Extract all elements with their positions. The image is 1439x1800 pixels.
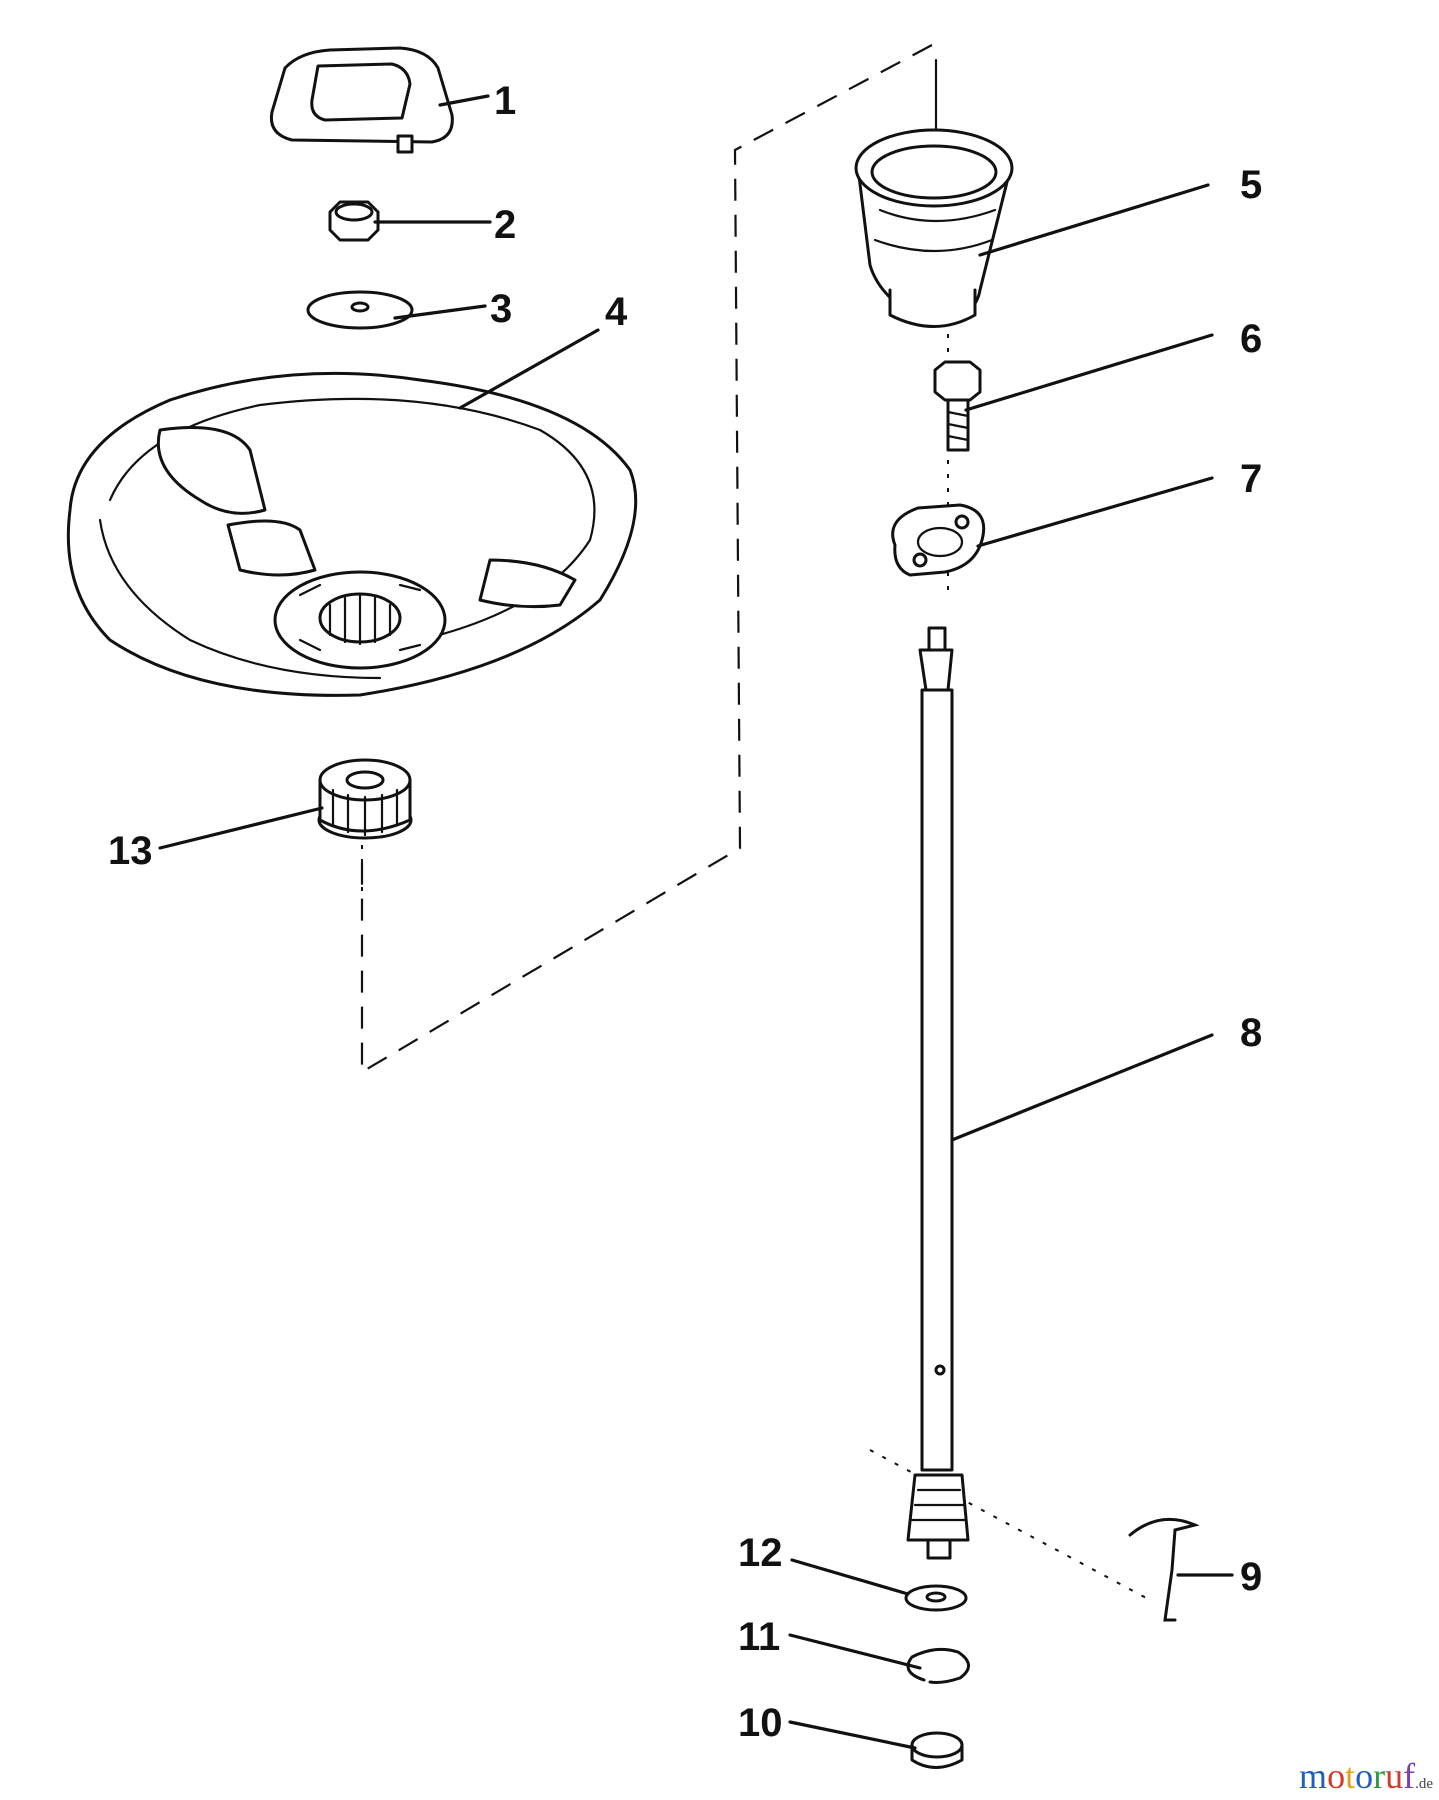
- callout-13: 13: [108, 829, 153, 873]
- callout-12: 12: [738, 1531, 783, 1575]
- leader-3: [393, 304, 487, 320]
- watermark-letter-m: m: [1299, 1756, 1328, 1796]
- leader-1: [438, 94, 490, 107]
- callout-11: 11: [738, 1615, 780, 1659]
- watermark-letter-t: t: [1345, 1756, 1356, 1796]
- steering-shaft: [906, 626, 970, 1560]
- leader-8: [950, 1033, 1214, 1142]
- watermark-letter-o1: o: [1327, 1756, 1346, 1796]
- callout-1: 1: [494, 79, 516, 123]
- callout-8: 8: [1240, 1011, 1262, 1055]
- assembly-guide-main: [360, 44, 933, 1074]
- callout-10: 10: [738, 1701, 783, 1745]
- leader-4: [458, 328, 600, 410]
- callout-2: 2: [494, 203, 516, 247]
- leader-5: [978, 183, 1210, 257]
- leader-6: [964, 333, 1214, 412]
- cap-nut: [910, 1731, 964, 1769]
- watermark-letter-f: f: [1403, 1756, 1416, 1796]
- leader-11: [788, 1633, 922, 1670]
- callout-3: 3: [490, 287, 512, 331]
- leader-10: [788, 1720, 917, 1750]
- spline-adapter: [317, 758, 413, 840]
- watermark-letter-u: u: [1385, 1756, 1404, 1796]
- hex-nut: [328, 200, 380, 242]
- callout-4: 4: [605, 290, 628, 334]
- callout-6: 6: [1240, 317, 1262, 361]
- leader-13: [158, 806, 324, 850]
- hairpin-clip: [1128, 1517, 1200, 1622]
- watermark-tld: .de: [1415, 1776, 1433, 1792]
- hex-bolt: [933, 360, 982, 452]
- watermark-letter-o2: o: [1355, 1756, 1374, 1796]
- leader-12: [790, 1558, 910, 1596]
- callout-7: 7: [1240, 457, 1262, 501]
- watermark-motoruf: motoruf.de: [1299, 1758, 1433, 1794]
- watermark-letter-r: r: [1373, 1756, 1386, 1796]
- leader-7: [976, 476, 1214, 548]
- flat-washer: [306, 290, 414, 330]
- lower-washer: [904, 1584, 968, 1612]
- steering-wheel: [66, 371, 638, 697]
- column-cover: [854, 128, 1014, 328]
- mounting-flange: [891, 503, 986, 577]
- horn-cap: [269, 46, 454, 154]
- callout-5: 5: [1240, 163, 1262, 207]
- callout-9: 9: [1240, 1555, 1262, 1599]
